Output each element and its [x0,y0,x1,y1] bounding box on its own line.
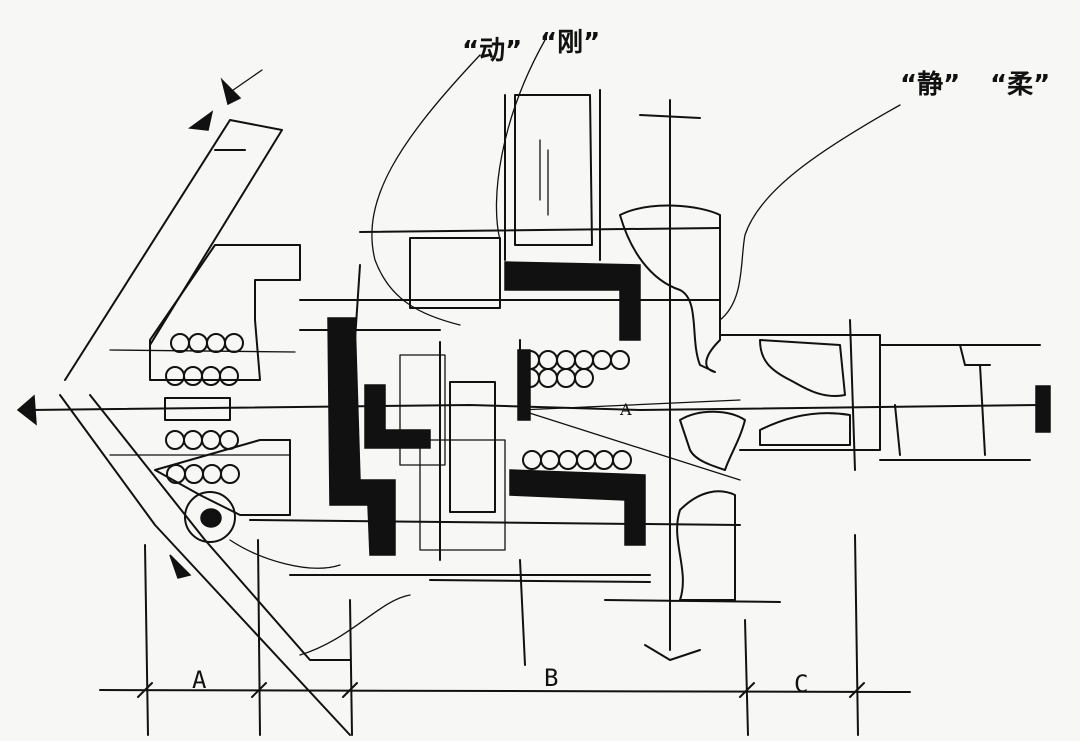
entry-road [59,69,351,736]
road-arrow-mid-icon [187,110,214,131]
tree-row [165,333,244,484]
dimension-lines [99,534,911,736]
road-arrow-bottom-icon [169,554,192,579]
zone-c-landscape [604,99,1041,661]
marker-a-center: A [620,400,632,419]
roundabout-circle [184,491,236,543]
zone-label-b: B [544,664,559,692]
axis-arrow-left-icon [16,394,37,426]
annotation-jing: “静” [900,70,961,100]
main-axis [16,385,1051,433]
zone-a-landscape [109,244,301,543]
zone-label-c: C [794,670,809,698]
annotation-leaders [229,39,901,656]
tree-row-center [520,350,632,470]
central-buildings [249,89,741,666]
annotation-gang: “刚” [540,28,601,58]
annotation-rou: “柔” [990,70,1051,100]
annotation-dong: “动” [462,36,523,66]
zone-label-a: A [192,666,207,694]
road-arrow-top-icon [220,77,242,106]
axis-end-right-icon [1035,385,1051,433]
